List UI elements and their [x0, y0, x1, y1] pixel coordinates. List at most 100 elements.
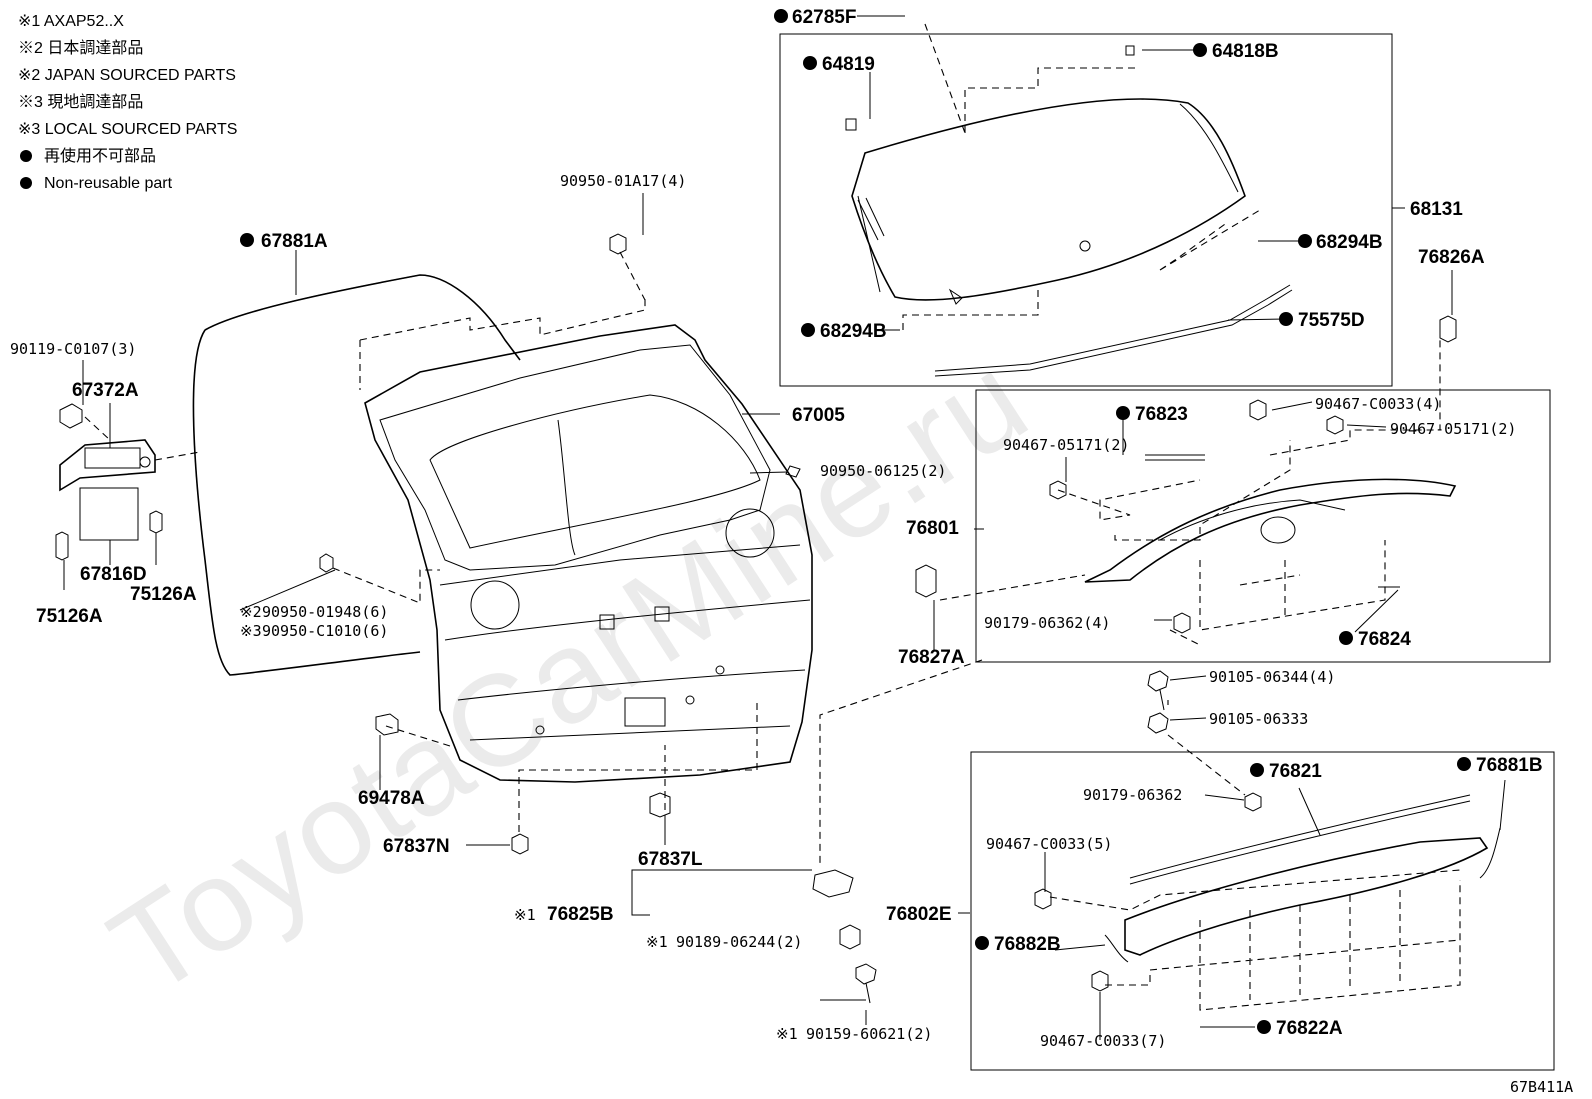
legend-line-4: ※3 現地調達部品: [18, 93, 143, 111]
non-reusable-dot-icon: [20, 150, 32, 162]
part-labels: 62785F 64819 64818B 68131 68294B 68294B …: [10, 7, 1573, 1096]
leader: [63, 533, 157, 590]
non-reusable-dot-icon: [803, 56, 817, 70]
clip-90950-01948: [319, 553, 334, 573]
leader: [359, 251, 646, 390]
label-76826A: 76826A: [1418, 247, 1485, 268]
bolt-90105-06333: [1147, 712, 1169, 734]
leader: [631, 869, 867, 1025]
label-76822A: 76822A: [1276, 1018, 1343, 1039]
clip-90467-C0033: [1249, 399, 1267, 421]
clip-90950-06125: [785, 465, 801, 478]
label-76823: 76823: [1135, 404, 1188, 425]
leader: [902, 290, 1039, 330]
label-75575D: 75575D: [1298, 310, 1365, 331]
legend-line-2: ※2 日本調達部品: [18, 39, 143, 57]
bolt-90105-06344: [1147, 670, 1169, 711]
legend-line-3: ※2 JAPAN SOURCED PARTS: [18, 67, 236, 84]
ref-mark-1c: ※1: [776, 1025, 798, 1043]
leader: [819, 659, 1246, 865]
legend-line-7: Non-reusable part: [44, 175, 173, 192]
label-75126A-right: 75126A: [130, 584, 197, 605]
label-90189-06244: 90189-06244(2): [676, 933, 802, 951]
label-76825B: 76825B: [547, 904, 614, 925]
leader: [518, 700, 758, 832]
label-76821: 76821: [1269, 761, 1322, 782]
bumper-69478A: [375, 713, 399, 736]
leader: [924, 23, 1138, 134]
diagram-code: 67B411A: [1510, 1078, 1573, 1096]
label-76881B: 76881B: [1476, 755, 1543, 776]
clip-90179-06362: [1173, 612, 1191, 634]
lower-garnish-group-box: [970, 751, 1555, 1071]
bracket-76825B: [812, 869, 854, 898]
garnish-group-box: [975, 389, 1551, 663]
label-67372A: 67372A: [72, 380, 139, 401]
label-67816D: 67816D: [80, 564, 147, 585]
clip-76826A: [1439, 315, 1457, 343]
label-90467-05171-left: 90467-05171(2): [1003, 436, 1129, 454]
non-reusable-dot-icon: [240, 233, 254, 247]
clip-90950-01A17: [609, 233, 627, 255]
label-90950-01A17: 90950-01A17(4): [560, 172, 686, 190]
label-69478A: 69478A: [358, 788, 425, 809]
clip-76827A: [915, 564, 937, 598]
label-90179-06362-4: 90179-06362(4): [984, 614, 1110, 632]
label-90467-C0033-7: 90467-C0033(7): [1040, 1032, 1166, 1050]
label-90950-06125: 90950-06125(2): [820, 462, 946, 480]
clip-90467-05171-r: [1326, 415, 1344, 435]
non-reusable-dot-icon: [975, 936, 989, 950]
back-door-glass: [845, 45, 1246, 305]
weatherstrip-inner: [192, 274, 506, 676]
label-90159-60621: 90159-60621(2): [806, 1025, 932, 1043]
label-64818B: 64818B: [1212, 41, 1279, 62]
glass-group-box: [779, 33, 1393, 387]
leader: [1057, 340, 1441, 541]
leader: [332, 567, 440, 604]
non-reusable-dot-icon: [774, 9, 788, 23]
upper-garnish: [1084, 454, 1457, 588]
label-76824: 76824: [1358, 629, 1411, 650]
label-90105-06344: 90105-06344(4): [1209, 668, 1335, 686]
label-90119-C0107: 90119-C0107(3): [10, 340, 136, 358]
ref-mark-1b: ※1: [646, 933, 668, 951]
leader: [939, 574, 1086, 601]
lower-garnish: [1034, 792, 1501, 992]
leader: [1049, 869, 1461, 1011]
legend: ※1 AXAP52..X ※2 日本調達部品 ※2 JAPAN SOURCED …: [18, 13, 237, 192]
back-door-hinge: [55, 403, 163, 561]
label-90179-06362: 90179-06362: [1083, 786, 1182, 804]
label-64819: 64819: [822, 54, 875, 75]
label-76801: 76801: [906, 518, 959, 539]
label-68294B-right: 68294B: [1316, 232, 1383, 253]
clip-67837N: [511, 833, 529, 855]
non-reusable-dot-icon: [1257, 1020, 1271, 1034]
label-67881A: 67881A: [261, 231, 328, 252]
label-90105-06333: 90105-06333: [1209, 710, 1308, 728]
leader: [84, 416, 201, 461]
non-reusable-dot-icon: [20, 177, 32, 189]
clip-67837L: [649, 792, 671, 818]
label-90950-01948: 90950-01948(6): [262, 603, 388, 621]
label-76802E: 76802E: [886, 904, 952, 925]
label-68131: 68131: [1410, 199, 1463, 220]
leader: [1159, 209, 1261, 271]
label-62785F: 62785F: [792, 7, 856, 28]
label-75126A-left: 75126A: [36, 606, 103, 627]
label-76882B: 76882B: [994, 934, 1061, 955]
ref-mark-3: ※3: [240, 622, 262, 640]
label-67837L: 67837L: [638, 849, 703, 870]
label-90467-C0033-5: 90467-C0033(5): [986, 835, 1112, 853]
leader: [1169, 540, 1386, 646]
label-90467-C0033-4: 90467-C0033(4): [1315, 395, 1441, 413]
legend-line-6: 再使用不可部品: [44, 147, 156, 165]
non-reusable-dot-icon: [1116, 406, 1130, 420]
label-67005: 67005: [792, 405, 845, 426]
legend-line-5: ※3 LOCAL SOURCED PARTS: [18, 121, 237, 138]
back-door-panel: [364, 324, 813, 783]
non-reusable-dot-icon: [1339, 631, 1353, 645]
non-reusable-dot-icon: [801, 323, 815, 337]
label-68294B-left: 68294B: [820, 321, 887, 342]
non-reusable-dot-icon: [1250, 763, 1264, 777]
ref-mark-1a: ※1: [514, 906, 536, 924]
